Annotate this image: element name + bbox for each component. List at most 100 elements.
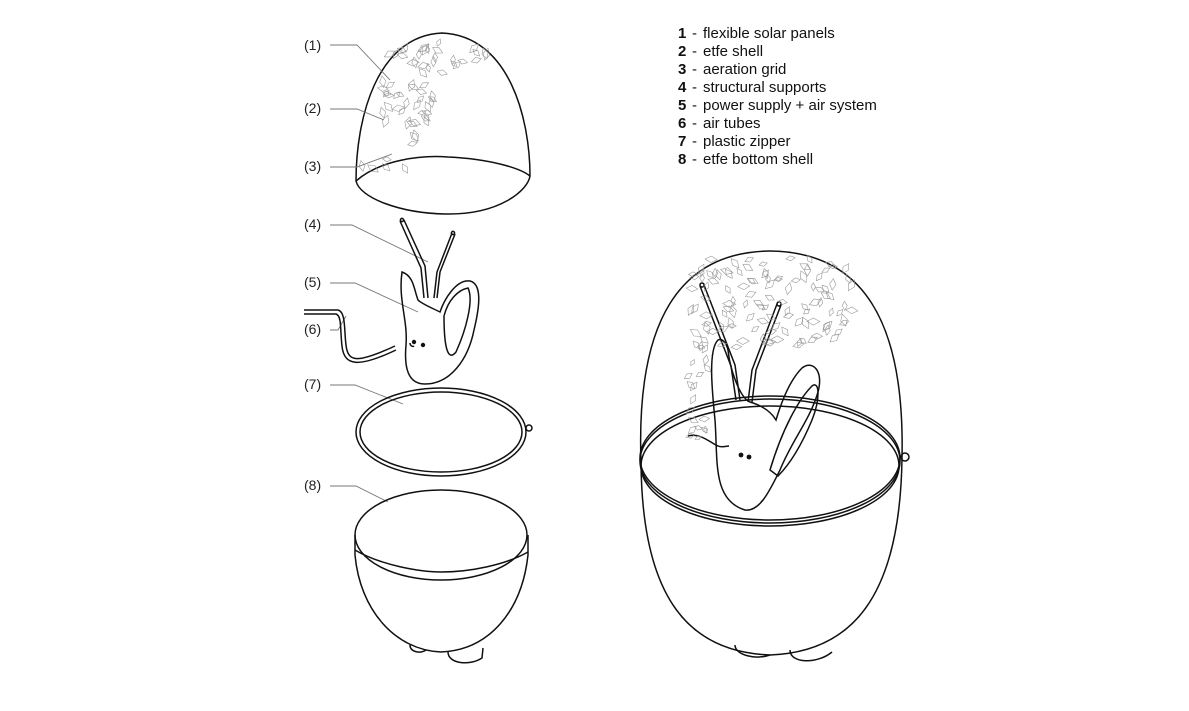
solar-tile bbox=[836, 309, 844, 317]
solar-tile bbox=[481, 47, 489, 60]
solar-tile bbox=[417, 62, 430, 70]
solar-tile bbox=[383, 101, 394, 112]
callout-2: (2) bbox=[304, 100, 322, 116]
solar-tile bbox=[744, 256, 754, 263]
solar-tile bbox=[712, 267, 719, 279]
solar-tile bbox=[825, 261, 836, 268]
solar-tile bbox=[419, 82, 430, 89]
solar-tile bbox=[430, 56, 437, 68]
solar-tile bbox=[396, 47, 408, 53]
solar-tile bbox=[745, 312, 755, 322]
solar-tile bbox=[683, 373, 693, 379]
solar-tile bbox=[406, 59, 420, 67]
solar-tile bbox=[381, 156, 392, 163]
solar-tile bbox=[756, 317, 770, 325]
legend-item: 2-etfe shell bbox=[678, 43, 764, 60]
solar-tile bbox=[822, 320, 833, 331]
solar-tile bbox=[689, 274, 700, 281]
legend-item: 4-structural supports bbox=[678, 79, 827, 96]
legend-item: 8-etfe bottom shell bbox=[678, 151, 814, 168]
solar-tile bbox=[379, 75, 387, 89]
power-supply-unit bbox=[400, 271, 480, 385]
solar-tile bbox=[719, 321, 724, 331]
solar-tile bbox=[685, 285, 699, 293]
solar-tile bbox=[761, 269, 769, 279]
solar-tile bbox=[700, 336, 709, 344]
solar-tile bbox=[416, 95, 425, 104]
solar-tile bbox=[690, 358, 695, 367]
solar-tile bbox=[401, 163, 409, 174]
solar-tile bbox=[690, 394, 697, 405]
solar-tile bbox=[784, 306, 791, 317]
callout-6: (6) bbox=[304, 321, 322, 337]
solar-tile bbox=[432, 47, 444, 54]
solar-tile bbox=[822, 321, 831, 333]
callout-7: (7) bbox=[304, 376, 322, 392]
solar-tile bbox=[407, 83, 420, 91]
solar-tile bbox=[784, 281, 793, 296]
solar-tile bbox=[411, 56, 419, 69]
callout-8: (8) bbox=[304, 477, 322, 493]
plastic-zipper-ring bbox=[355, 387, 533, 477]
solar-tile bbox=[703, 364, 712, 373]
solar-tile bbox=[687, 425, 697, 434]
solar-tile bbox=[385, 81, 395, 88]
solar-tile bbox=[406, 120, 418, 128]
solar-tile bbox=[782, 312, 795, 319]
solar-tile bbox=[756, 304, 766, 310]
solar-tile bbox=[774, 275, 784, 281]
solar-tile bbox=[469, 43, 479, 54]
solar-tile bbox=[425, 44, 431, 55]
solar-tile bbox=[698, 415, 711, 423]
top-dome-shell bbox=[355, 32, 531, 215]
solar-tile bbox=[688, 417, 699, 424]
solar-tile bbox=[829, 277, 837, 291]
solar-tile bbox=[727, 323, 737, 329]
solar-tile bbox=[432, 52, 438, 63]
solar-tile bbox=[452, 61, 461, 70]
legend-item: 1-flexible solar panels bbox=[678, 25, 835, 42]
solar-tile bbox=[707, 277, 720, 285]
solar-tile bbox=[762, 338, 775, 345]
solar-tile bbox=[690, 381, 698, 391]
solar-tile bbox=[771, 322, 781, 331]
solar-tile bbox=[742, 264, 754, 271]
solar-tile bbox=[415, 88, 428, 95]
solar-tile bbox=[396, 52, 409, 60]
solar-tile bbox=[424, 112, 430, 121]
solar-tile bbox=[429, 90, 436, 102]
solar-tile bbox=[702, 354, 709, 366]
solar-tile bbox=[687, 304, 695, 316]
solar-tile bbox=[777, 298, 788, 305]
solar-tile bbox=[379, 106, 386, 119]
solar-tile bbox=[801, 303, 809, 311]
solar-tile bbox=[428, 97, 435, 109]
solar-tile bbox=[761, 304, 769, 311]
solar-tile bbox=[692, 340, 701, 350]
solar-tile bbox=[803, 263, 812, 277]
solar-tile bbox=[770, 335, 785, 344]
solar-tile bbox=[725, 285, 731, 294]
solar-tile bbox=[721, 309, 728, 318]
solar-tile bbox=[703, 321, 711, 335]
solar-tile bbox=[686, 381, 696, 390]
solar-tile bbox=[694, 435, 702, 441]
solar-tile bbox=[716, 341, 728, 348]
solar-tile bbox=[828, 307, 834, 317]
solar-tile bbox=[746, 277, 756, 284]
solar-tile bbox=[703, 425, 708, 434]
solar-tile bbox=[743, 299, 749, 309]
solar-tile bbox=[715, 269, 722, 281]
solar-tile bbox=[470, 57, 482, 64]
solar-tile bbox=[424, 101, 432, 113]
solar-tile bbox=[699, 267, 705, 278]
solar-tile bbox=[381, 163, 391, 172]
solar-tile bbox=[358, 159, 366, 172]
solar-tile bbox=[810, 332, 824, 340]
solar-tile bbox=[407, 140, 418, 147]
solar-tile bbox=[845, 306, 859, 315]
solar-tile bbox=[808, 298, 822, 306]
solar-panel-pattern bbox=[358, 38, 490, 174]
solar-tile bbox=[416, 49, 422, 60]
